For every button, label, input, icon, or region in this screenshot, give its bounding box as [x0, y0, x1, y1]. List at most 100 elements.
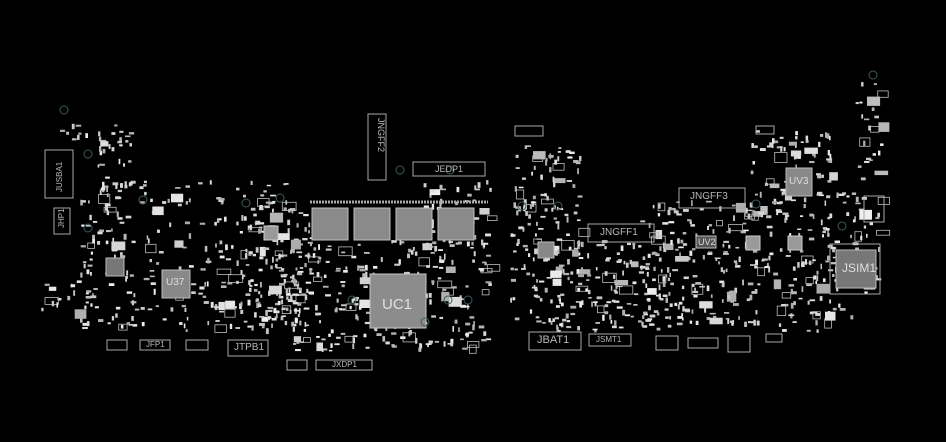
- smd-part: [688, 256, 691, 261]
- smd-part: [281, 254, 288, 257]
- smd-part: [546, 195, 549, 201]
- smd-part: [306, 288, 309, 293]
- smd-part: [638, 271, 644, 274]
- smd-part: [288, 287, 291, 293]
- smd-part: [612, 325, 617, 329]
- smd-part: [523, 199, 527, 204]
- smd-part: [293, 283, 300, 287]
- smd-part: [623, 260, 626, 265]
- smd-part: [692, 248, 696, 251]
- smd-part: [683, 209, 689, 212]
- smd-part: [749, 202, 753, 208]
- smd-part: [755, 310, 758, 315]
- smd-part: [281, 299, 284, 305]
- smd-part: [179, 322, 183, 325]
- smd-part: [385, 341, 390, 345]
- smd-part: [98, 319, 104, 322]
- smd-part: [256, 303, 259, 308]
- smd-part: [772, 201, 777, 204]
- smd-part: [649, 323, 655, 326]
- smd-part: [251, 325, 254, 331]
- smd-part: [167, 198, 170, 203]
- smd-part: [82, 322, 89, 326]
- smd-part: [670, 231, 675, 235]
- smd-part: [784, 193, 793, 201]
- smd-part: [85, 224, 91, 227]
- smd-part: [304, 227, 307, 232]
- smd-part: [579, 155, 582, 161]
- smd-part: [275, 302, 280, 306]
- smd-part: [764, 266, 770, 269]
- smd-part: [309, 242, 312, 247]
- smd-part: [549, 153, 552, 160]
- smd-part: [297, 313, 300, 317]
- smd-part: [587, 274, 592, 277]
- smd-part: [271, 318, 277, 321]
- via-ring: [837, 221, 847, 231]
- smd-part: [781, 292, 792, 299]
- smd-part: [867, 96, 881, 106]
- smd-part: [554, 317, 559, 320]
- smd-part: [44, 283, 50, 286]
- smd-part: [557, 156, 560, 162]
- smd-part: [812, 152, 814, 156]
- smd-part: [108, 144, 111, 149]
- smd-part: [73, 290, 76, 296]
- smd-part: [373, 327, 377, 331]
- smd-part: [340, 332, 346, 335]
- smd-part: [570, 312, 576, 316]
- smd-part: [111, 316, 115, 321]
- smd-part: [794, 156, 798, 159]
- smd-part: [472, 199, 476, 202]
- smd-part: [307, 241, 313, 244]
- smd-part: [286, 293, 291, 296]
- smd-part: [566, 216, 569, 223]
- smd-part: [452, 326, 454, 332]
- smd-part: [181, 304, 186, 308]
- smd-part: [263, 247, 270, 250]
- smd-part: [625, 262, 629, 268]
- smd-part: [575, 301, 582, 303]
- smd-part: [721, 282, 725, 288]
- smd-part: [752, 250, 758, 253]
- smd-part: [296, 310, 301, 312]
- smd-part: [788, 284, 795, 287]
- smd-part: [437, 277, 442, 280]
- smd-part: [784, 215, 790, 217]
- smd-part: [359, 269, 366, 272]
- smd-part: [243, 320, 248, 323]
- smd-part: [761, 212, 764, 218]
- smd-part: [642, 279, 646, 284]
- smd-part: [827, 160, 831, 163]
- smd-part: [648, 222, 651, 228]
- smd-part: [560, 302, 564, 307]
- smd-part: [418, 257, 430, 267]
- smd-part: [774, 152, 788, 163]
- smd-part: [544, 258, 550, 261]
- smd-part: [747, 213, 751, 219]
- smd-part: [730, 320, 735, 323]
- smd-part: [90, 303, 93, 307]
- smd-part: [272, 240, 277, 242]
- smd-part: [315, 312, 319, 316]
- smd-part: [255, 299, 258, 303]
- smd-part: [878, 247, 880, 252]
- smd-part: [451, 259, 454, 265]
- smd-part: [149, 270, 155, 272]
- smd-part: [829, 299, 831, 304]
- smd-part: [287, 219, 291, 226]
- smd-part: [705, 200, 712, 203]
- smd-part: [804, 147, 818, 154]
- smd-part: [675, 248, 679, 251]
- smd-part: [691, 200, 693, 207]
- smd-part: [827, 255, 830, 261]
- smd-part: [298, 270, 304, 273]
- smd-part: [539, 298, 543, 302]
- smd-part: [790, 288, 793, 295]
- smd-part: [355, 314, 358, 320]
- smd-part: [775, 209, 782, 212]
- via-ring: [445, 165, 455, 175]
- smd-part: [727, 294, 731, 299]
- smd-part: [613, 300, 620, 303]
- smd-part: [430, 252, 435, 254]
